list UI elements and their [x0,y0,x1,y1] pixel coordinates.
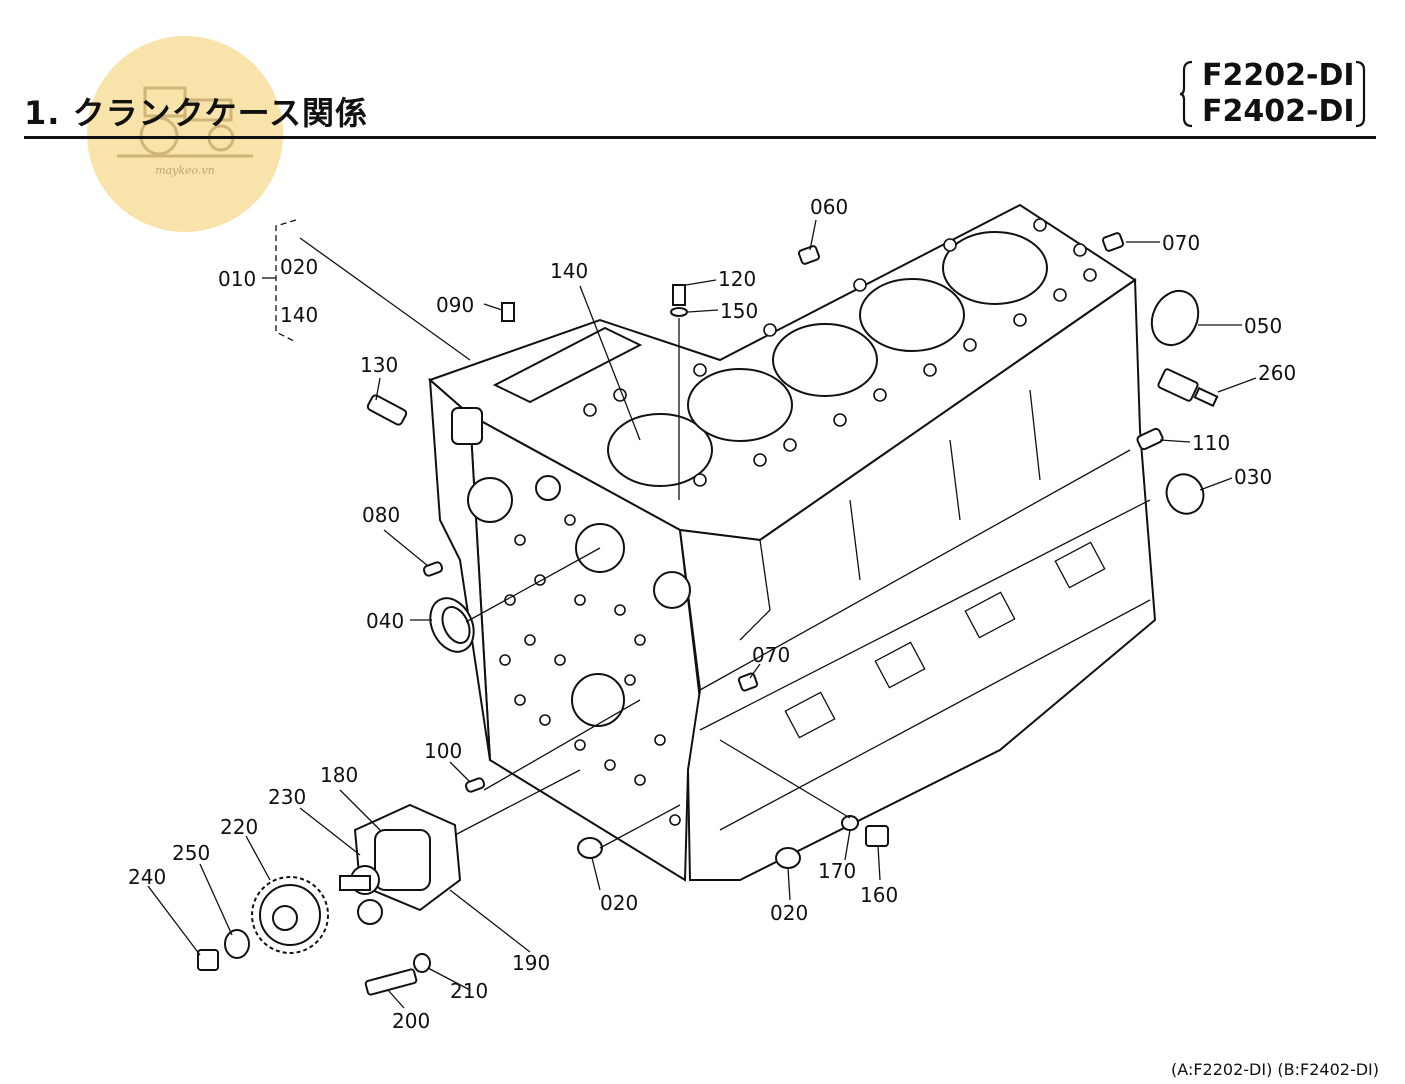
callout-070-lower: 070 [752,643,790,667]
callout-050: 050 [1244,314,1282,338]
model-name: F2402-DI [1202,94,1355,129]
callout-040: 040 [366,609,404,633]
model-footnote: (A:F2202-DI) (B:F2402-DI) [1171,1060,1379,1079]
page-title: 1. クランクケース関係 [24,94,368,132]
callout-210: 210 [450,979,488,1003]
callout-130: 130 [360,353,398,377]
oil-pump-assembly [197,803,462,996]
callout-260: 260 [1258,361,1296,385]
callout-250: 250 [172,841,210,865]
callout-090: 090 [436,293,474,317]
callout-110: 110 [1192,431,1230,455]
callout-020-range: 020 [280,255,318,279]
callout-140: 140 [550,259,588,283]
callout-220: 220 [220,815,258,839]
callout-200: 200 [392,1009,430,1033]
callout-030: 030 [1234,465,1272,489]
callout-170: 170 [818,859,856,883]
callout-190: 190 [512,951,550,975]
callout-230: 230 [268,785,306,809]
callout-180: 180 [320,763,358,787]
callout-100: 100 [424,739,462,763]
model-bracket: F2202-DI F2402-DI [1180,58,1370,130]
callout-020: 020 [600,891,638,915]
callout-060: 060 [810,195,848,219]
watermark-text: maykeo.vn [155,164,215,177]
callout-080: 080 [362,503,400,527]
model-name: F2202-DI [1202,58,1355,93]
crankcase-block [428,203,1157,882]
callout-120: 120 [718,267,756,291]
callout-020: 020 [770,901,808,925]
small-parts [366,232,1219,869]
title-underline [24,136,1376,139]
callout-150: 150 [720,299,758,323]
callout-240: 240 [128,865,166,889]
callout-160: 160 [860,883,898,907]
watermark-logo: maykeo.vn [87,36,283,232]
callout-140-range: 140 [280,303,318,327]
callout-labels: 010 020 140 060 070 050 260 110 030 120 … [128,195,1296,1033]
leader-lines [147,219,1257,1009]
callout-010: 010 [218,267,256,291]
callout-070: 070 [1162,231,1200,255]
